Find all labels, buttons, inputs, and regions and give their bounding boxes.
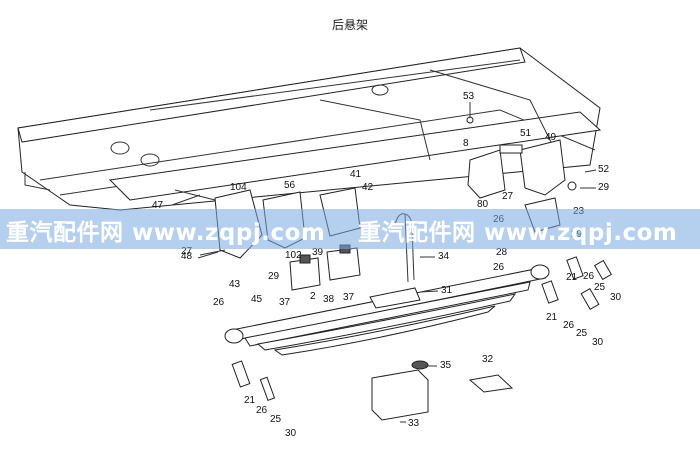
callout-30: 30: [610, 292, 622, 303]
callout-80: 80: [477, 199, 489, 210]
callout-25: 25: [270, 414, 282, 425]
callout-33: 33: [408, 418, 420, 429]
watermark-banner: 重汽配件网 www.zqpj.com 重汽配件网 www.zqpj.com: [0, 209, 700, 249]
callout-35: 35: [440, 360, 452, 371]
callout-43: 43: [229, 279, 241, 290]
callout-26: 26: [563, 320, 575, 331]
callout-27: 27: [502, 191, 514, 202]
callout-102: 102: [285, 250, 302, 261]
callout-8: 8: [463, 138, 469, 149]
rubber-blocks: [289, 244, 361, 291]
callout-2: 2: [310, 291, 316, 302]
watermark-text-right: 重汽配件网 www.zqpj.com: [358, 220, 678, 246]
callout-29: 29: [268, 271, 280, 282]
callout-104: 104: [230, 182, 247, 193]
callout-42: 42: [362, 182, 374, 193]
callout-34: 34: [438, 251, 450, 262]
diagram-title: 后悬架: [331, 18, 368, 32]
callout-38: 38: [323, 294, 335, 305]
callout-41: 41: [350, 169, 362, 180]
callout-30: 30: [592, 337, 604, 348]
callout-47: 47: [152, 200, 164, 211]
callout-21: 21: [566, 272, 578, 283]
callout-37: 37: [343, 292, 355, 303]
callout-26: 26: [493, 262, 505, 273]
callout-56: 56: [284, 180, 296, 191]
callout-21: 21: [244, 395, 256, 406]
callout-26: 26: [213, 297, 225, 308]
callout-21: 21: [546, 312, 558, 323]
callout-48: 48: [181, 251, 193, 262]
callout-26: 26: [583, 271, 595, 282]
watermark-text-left: 重汽配件网 www.zqpj.com: [6, 220, 326, 246]
callout-27: 27: [181, 246, 193, 257]
callout-51: 51: [520, 128, 532, 139]
callout-53: 53: [463, 91, 475, 102]
callout-52: 52: [598, 164, 610, 175]
callout-49: 49: [545, 132, 557, 143]
callout-32: 32: [482, 354, 494, 365]
callout-28: 28: [496, 247, 508, 258]
callout-39: 39: [312, 247, 324, 258]
leader-lines: [171, 102, 597, 423]
callout-30: 30: [285, 428, 297, 439]
lower-parts: [231, 256, 613, 421]
callout-29: 29: [598, 182, 610, 193]
leaf-spring: [224, 264, 550, 356]
callout-37: 37: [279, 297, 291, 308]
callout-26: 26: [256, 405, 268, 416]
callout-25: 25: [576, 328, 588, 339]
callout-25: 25: [594, 282, 606, 293]
callout-45: 45: [251, 294, 263, 305]
frame-rails: [17, 47, 602, 211]
callout-31: 31: [441, 285, 453, 296]
